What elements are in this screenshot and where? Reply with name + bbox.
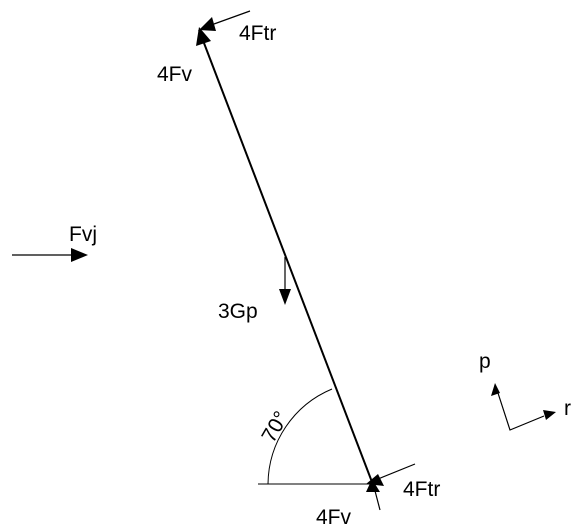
top-normal-force-arrowhead [196, 27, 211, 46]
wind-force-arrowhead [71, 248, 88, 262]
bottom-normal-force-arrowhead [366, 479, 380, 492]
bottom-friction-label: 4Ftr [403, 478, 440, 501]
weight-label: 3Gp [218, 300, 258, 323]
bottom-friction-force-arrowhead [366, 474, 384, 486]
p-axis-arrowhead [491, 383, 500, 396]
top-friction-label: 4Ftr [239, 22, 276, 45]
angle-arc [267, 388, 333, 485]
top-friction-force-arrowhead [199, 17, 216, 31]
bottom-friction-force-line [377, 463, 416, 480]
angle-label: 70° [257, 407, 293, 446]
weight-force-arrowhead [279, 289, 291, 305]
top-friction-force-line [213, 10, 251, 25]
wind-force-label: Fvj [69, 223, 97, 246]
axes-lines [496, 389, 545, 431]
r-axis-label: r [564, 397, 571, 420]
r-axis-arrowhead [543, 410, 556, 420]
p-axis-label: p [479, 350, 491, 373]
bottom-normal-label: 4Fv [316, 506, 352, 529]
ladder-rod [198, 29, 373, 483]
top-normal-label: 4Fv [157, 63, 193, 86]
